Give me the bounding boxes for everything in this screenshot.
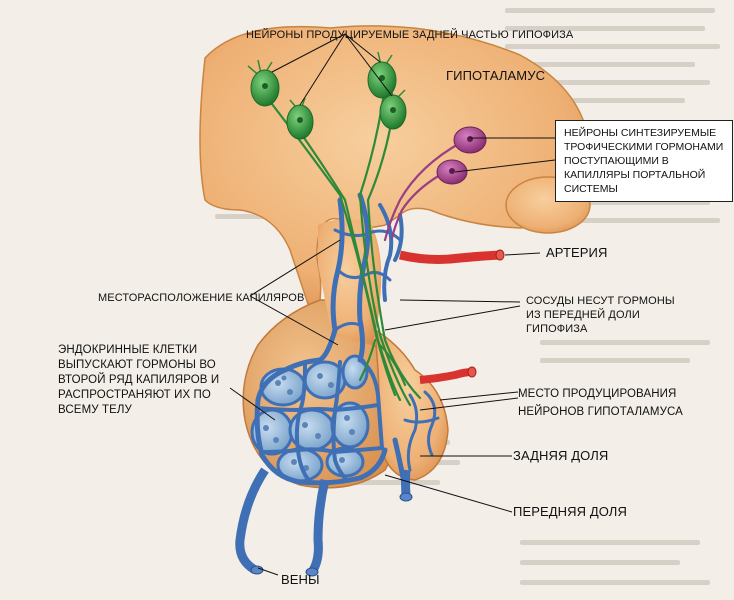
label-vessels: СОСУДЫ НЕСУТ ГОРМОНЫ ИЗ ПЕРЕДНЕЙ ДОЛИ ГИ… — [526, 295, 675, 335]
leader-lines — [229, 33, 556, 576]
label-neuron-site: МЕСТО ПРОДУЦИРОВАНИЯ НЕЙРОНОВ ГИПОТАЛАМУ… — [518, 388, 683, 418]
veins — [235, 467, 411, 575]
label-capillaries: МЕСТОРАСПОЛОЖЕНИЕ КАПИЛЯРОВ — [98, 292, 305, 304]
purple-neurons — [383, 126, 487, 242]
label-artery: АРТЕРИЯ — [546, 245, 608, 260]
label-posterior-lobe: ЗАДНЯЯ ДОЛЯ — [513, 448, 609, 463]
label-endocrine: ЭНДОКРИННЫЕ КЛЕТКИ ВЫПУСКАЮТ ГОРМОНЫ ВО … — [58, 344, 220, 416]
label-hypothalamus: ГИПОТАЛАМУС — [446, 68, 546, 83]
label-posterior-neurons: НЕЙРОНЫ ПРОДУЦИРУЕМЫЕ ЗАДНЕЙ ЧАСТЬЮ ГИПО… — [246, 29, 574, 41]
green-neurons — [247, 51, 422, 407]
label-veins: ВЕНЫ — [281, 572, 320, 587]
vein-ends — [250, 492, 413, 577]
arteries — [398, 250, 501, 384]
hypothalamus-tissue — [199, 25, 591, 312]
label-trophic-neurons: НЕЙРОНЫ СИНТЕЗИРУЕМЫЕ ТРОФИЧЕСКИМИ ГОРМО… — [555, 120, 733, 202]
endocrine-cells — [250, 354, 370, 483]
artery-ends — [467, 249, 505, 378]
capillary-network — [254, 192, 440, 498]
label-anterior-lobe: ПЕРЕДНЯЯ ДОЛЯ — [513, 504, 627, 519]
